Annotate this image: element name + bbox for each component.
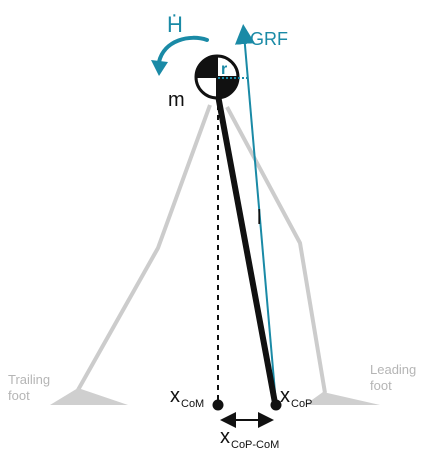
trailing-foot-shape	[50, 388, 128, 405]
xcop-base: x	[280, 385, 290, 407]
grf-vector	[234, 24, 277, 405]
xcopcom-label: xCoP-CoM	[220, 426, 279, 451]
hdot-text: H	[167, 12, 183, 37]
xcom-sub: CoM	[181, 398, 205, 410]
angular-momentum-arc	[157, 35, 209, 64]
m-label: m	[168, 89, 185, 111]
trailing-foot-label: Trailing foot	[8, 372, 50, 404]
angular-momentum-arrowhead	[151, 60, 168, 76]
xcop-label: xCoP	[280, 385, 312, 410]
leading-foot-label: Leading foot	[370, 362, 416, 394]
cop-point	[270, 399, 282, 411]
leading-foot-line2: foot	[370, 378, 392, 393]
xcop-sub: CoP	[291, 398, 313, 410]
r-label: r	[221, 61, 228, 78]
l-label: l	[257, 207, 262, 229]
grf-label: GRF	[250, 29, 288, 49]
mass-symbol	[194, 54, 240, 100]
xcopcom-base: x	[220, 426, 230, 448]
leading-foot-shape	[305, 392, 380, 405]
xcom-base: x	[170, 385, 180, 407]
trailing-foot-line1: Trailing	[8, 372, 51, 387]
com-point	[212, 399, 224, 411]
leading-foot-line1: Leading	[370, 362, 417, 377]
hdot-label: · H	[167, 5, 183, 37]
trailing-foot-line2: foot	[8, 388, 30, 403]
leading-leg	[225, 106, 327, 394]
pendulum-leg	[214, 87, 278, 406]
xcopcom-sub: CoP-CoM	[231, 439, 280, 451]
xcom-label: xCoM	[170, 385, 204, 410]
hdot-dot: ·	[171, 4, 178, 26]
trailing-leg	[76, 104, 212, 391]
